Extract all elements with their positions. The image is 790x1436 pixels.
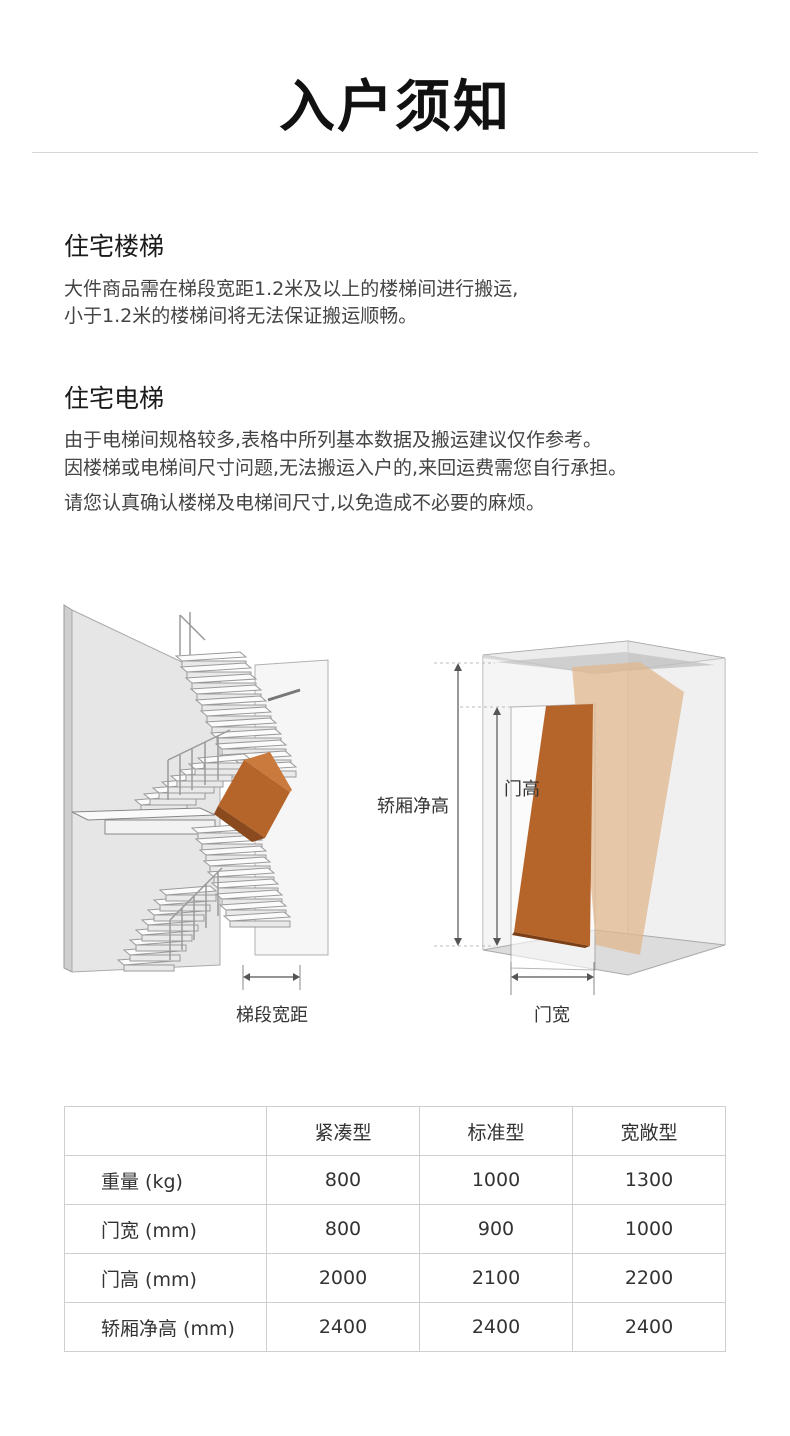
door-width-label: 门宽 (534, 1005, 570, 1026)
stair-step (184, 673, 258, 684)
table-cell: 2400 (572, 1302, 726, 1352)
table-cell: 重量 (kg) (64, 1155, 267, 1205)
stair-riser (135, 944, 187, 952)
table-header-cell (64, 1106, 267, 1156)
door-height-label: 门高 (504, 779, 540, 800)
stair-riser (129, 954, 181, 962)
table-cell: 800 (266, 1204, 420, 1254)
table-cell: 1300 (572, 1155, 726, 1205)
table-cell: 2000 (266, 1253, 420, 1303)
table-cell: 900 (419, 1204, 573, 1254)
page-title: 入户须知 (279, 75, 511, 140)
stair-step (204, 717, 278, 728)
table-header-cell: 标准型 (419, 1106, 573, 1156)
elevator-section-title: 住宅电梯 (64, 384, 165, 413)
stair-step (209, 728, 283, 739)
table-cell: 门高 (mm) (64, 1253, 267, 1303)
stair-step (214, 889, 284, 900)
table-row: 重量 (kg) 800 1000 1300 (64, 1155, 726, 1205)
stair-step (189, 684, 263, 695)
stair-step (214, 739, 288, 750)
table-cell: 800 (266, 1155, 420, 1205)
stair-step (198, 845, 268, 856)
stair-riser (185, 774, 233, 782)
stair-step (174, 651, 248, 662)
elevator-illustration: 轿厢净高 门高 门宽 (377, 640, 726, 1026)
table-header-cell: 紧凑型 (266, 1106, 420, 1156)
stair-riser (149, 798, 197, 806)
table-cell: 门宽 (mm) (64, 1204, 267, 1254)
stair-riser (176, 780, 224, 788)
table-header-row: 紧凑型 标准型 宽敞型 (64, 1106, 726, 1156)
stairs-text-line-1: 大件商品需在梯段宽距1.2米及以上的楼梯间进行搬运, (64, 278, 519, 300)
title-divider (32, 152, 758, 153)
car-height-label: 轿厢净高 (377, 796, 449, 817)
stair-riser (158, 792, 206, 800)
table-cell: 2400 (266, 1302, 420, 1352)
stair-riser (147, 924, 199, 932)
stair-step (194, 695, 268, 706)
table-cell: 2200 (572, 1253, 726, 1303)
illustrations: 梯段宽距 轿厢净高 门高 (63, 604, 726, 1026)
elevator-text-line-1: 由于电梯间规格较多,表格中所列基本数据及搬运建议仅作参考。 (64, 429, 603, 451)
stair-riser (229, 920, 291, 928)
stair-riser (123, 964, 175, 972)
stair-step (179, 662, 253, 673)
table-row: 轿厢净高 (mm) 2400 2400 2400 (64, 1302, 726, 1352)
elevator-spec-table: 紧凑型 标准型 宽敞型 重量 (kg) 800 1000 1300 门宽 (mm… (64, 1106, 726, 1352)
table-cell: 2400 (419, 1302, 573, 1352)
table-cell: 1000 (419, 1155, 573, 1205)
stair-step (218, 900, 288, 911)
stairs-section-title: 住宅楼梯 (64, 232, 165, 261)
table-row: 门高 (mm) 2000 2100 2200 (64, 1253, 726, 1303)
stair-riser (141, 934, 193, 942)
stair-width-caption: 梯段宽距 (236, 1005, 308, 1026)
stair-step (210, 878, 280, 889)
elevator-text-line-3: 请您认真确认楼梯及电梯间尺寸,以免造成不必要的麻烦。 (64, 492, 546, 514)
stair-riser (153, 914, 205, 922)
stair-riser (167, 786, 215, 794)
table-cell: 轿厢净高 (mm) (64, 1302, 267, 1352)
stair-step (222, 911, 292, 922)
stair-step (206, 867, 276, 878)
table-cell: 1000 (572, 1204, 726, 1254)
stair-step (202, 856, 272, 867)
stairs-text-line-2: 小于1.2米的楼梯间将无法保证搬运顺畅。 (64, 305, 418, 327)
stair-step (199, 706, 273, 717)
table-header-cell: 宽敞型 (572, 1106, 726, 1156)
table-row: 门宽 (mm) 800 900 1000 (64, 1204, 726, 1254)
elevator-text-line-2: 因楼梯或电梯间尺寸问题,无法搬运入户的,来回运费需您自行承担。 (64, 457, 628, 479)
stair-step (194, 834, 264, 845)
table-cell: 2100 (419, 1253, 573, 1303)
staircase-illustration: 梯段宽距 (63, 604, 329, 1026)
